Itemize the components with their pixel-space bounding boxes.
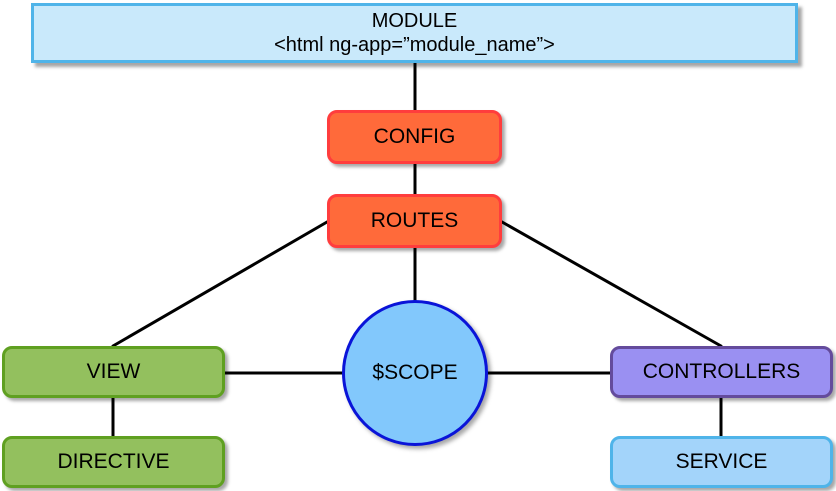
config-node: CONFIG xyxy=(327,110,502,164)
routes-label: ROUTES xyxy=(370,209,459,233)
connector-routes-controllers xyxy=(500,220,723,348)
service-node: SERVICE xyxy=(610,436,833,488)
config-label: CONFIG xyxy=(373,125,456,149)
controllers-label: CONTROLLERS xyxy=(642,360,801,384)
scope-node: $SCOPE xyxy=(342,300,488,446)
controllers-node: CONTROLLERS xyxy=(610,346,833,398)
service-label: SERVICE xyxy=(675,450,768,474)
scope-label: $SCOPE xyxy=(372,361,458,385)
module-box: MODULE <html ng-app=”module_name”> xyxy=(31,3,798,63)
view-label: VIEW xyxy=(86,360,141,384)
directive-node: DIRECTIVE xyxy=(2,436,225,488)
view-node: VIEW xyxy=(2,346,225,398)
routes-node: ROUTES xyxy=(327,194,502,248)
module-title: MODULE xyxy=(371,10,458,32)
directive-label: DIRECTIVE xyxy=(57,450,170,474)
connector-routes-view xyxy=(111,220,329,348)
module-code: <html ng-app=”module_name”> xyxy=(274,34,555,56)
